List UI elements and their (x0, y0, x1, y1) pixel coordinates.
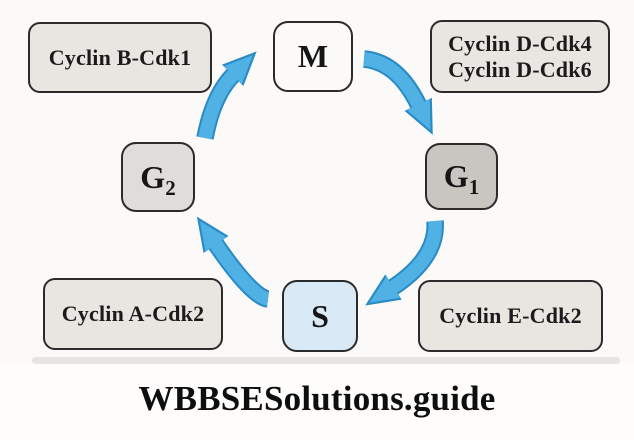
cycle-arrows (196, 50, 444, 308)
cyclin-a-cdk2-label: Cyclin A-Cdk2 (61, 301, 205, 326)
phase-g1-box: G1 (425, 143, 498, 210)
phase-g2-box: G2 (121, 142, 195, 212)
figure-area: Cyclin B-Cdk1 Cyclin D-Cdk4 Cyclin D-Cdk… (28, 20, 620, 364)
cyclin-b-cdk1-label: Cyclin B-Cdk1 (48, 44, 192, 70)
scan-shadow-line (32, 357, 620, 364)
watermark-text: WBBSESolutions.guide (138, 379, 496, 418)
arrow-g1-to-s (369, 220, 442, 303)
phase-g1-label: G (443, 158, 469, 194)
cyclin-e-cdk2-label: Cyclin E-Cdk2 (439, 303, 582, 328)
cyclin-d-cdk-box: Cyclin D-Cdk4 Cyclin D-Cdk6 (430, 20, 610, 93)
cyclin-e-cdk2-box: Cyclin E-Cdk2 (418, 280, 603, 352)
phase-s-box: S (282, 280, 358, 352)
phase-m-label: M (297, 38, 329, 74)
phase-g2-label: G (140, 158, 166, 195)
phase-s-label: S (311, 297, 329, 334)
arrow-s-to-g2 (199, 220, 270, 306)
cyclin-d-cdk6-label: Cyclin D-Cdk6 (448, 56, 592, 82)
phase-g2-subscript: 2 (165, 175, 176, 200)
arrow-m-to-g1 (363, 52, 431, 131)
arrow-g2-to-m (198, 55, 253, 140)
cyclin-a-cdk2-box: Cyclin A-Cdk2 (43, 278, 223, 350)
cyclin-b-cdk1-box: Cyclin B-Cdk1 (28, 22, 212, 93)
phase-g1-subscript: 1 (468, 175, 480, 199)
cyclin-d-cdk4-label: Cyclin D-Cdk4 (448, 30, 592, 56)
phase-m-box: M (273, 21, 353, 92)
